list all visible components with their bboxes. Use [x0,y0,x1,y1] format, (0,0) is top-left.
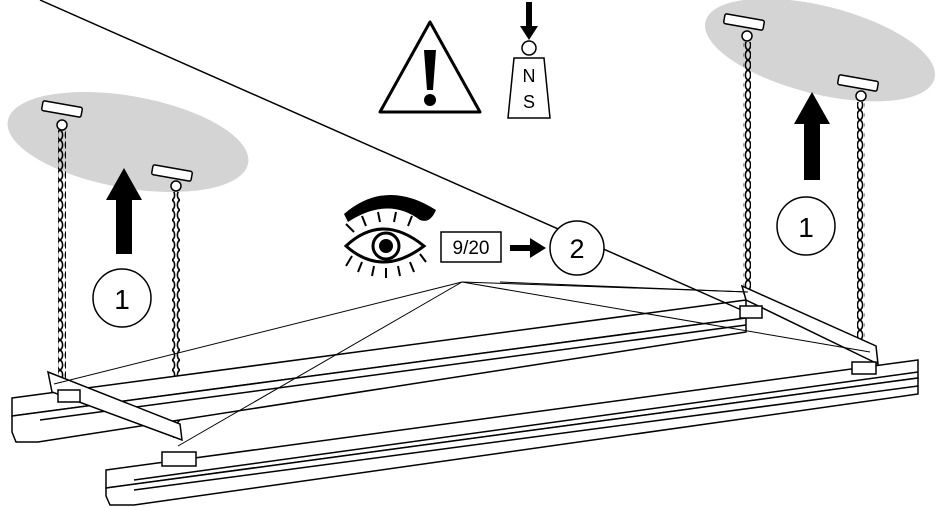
page-reference-label: 9/20 [453,238,490,259]
cross-bar-left [46,370,197,467]
arrow-right-icon [510,238,546,258]
rail-profile-front [105,359,919,506]
leader-lines [53,281,871,447]
ceiling-anchor-icon [41,13,879,192]
step-number-next: 2 [569,234,584,264]
step-marker-next: 2 [549,220,605,276]
ceiling-area-left [7,91,249,193]
step-marker-left: 1 [92,268,152,328]
chain-icon [58,42,865,438]
magnet-south-label: S [523,92,535,112]
arrow-up-icon [106,92,830,254]
page-reference: 9/20 [440,231,502,263]
step-number-left: 1 [114,284,130,315]
eye-icon [343,194,436,278]
warning-triangle-icon [378,20,482,114]
cross-bar-right [739,284,879,375]
rail-profile-back [11,0,747,443]
magnet-north-label: N [523,66,536,86]
step-marker-right: 1 [776,196,836,256]
step-number-right: 1 [798,212,814,243]
magnet-weight-icon: N S [507,2,551,119]
